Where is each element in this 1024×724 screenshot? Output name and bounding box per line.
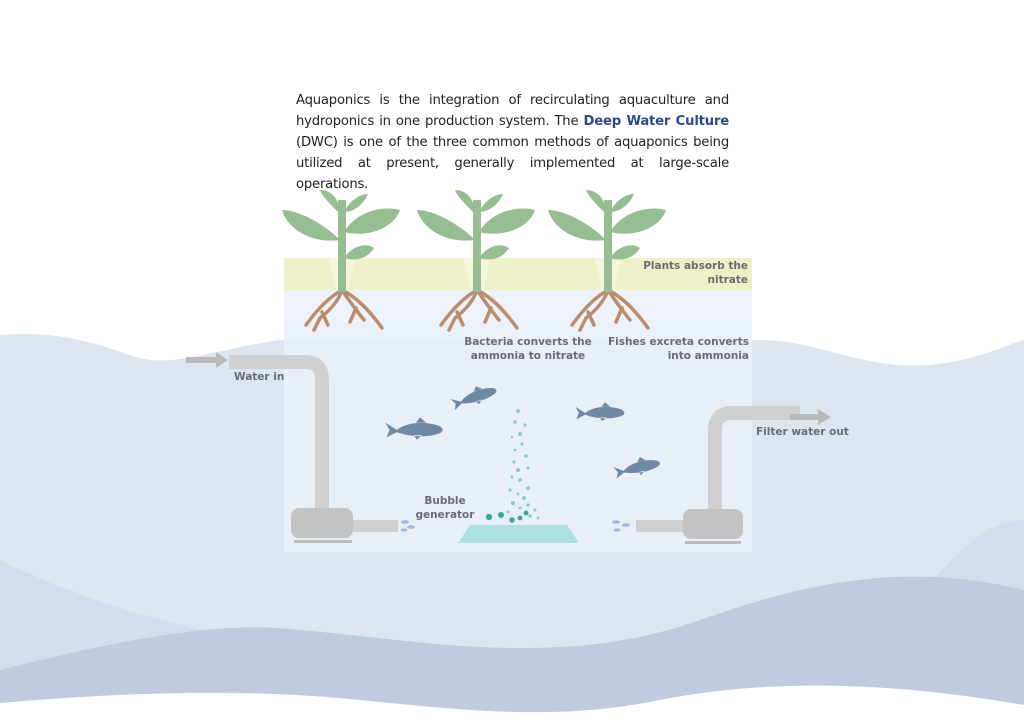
bubble xyxy=(524,454,528,458)
bubble xyxy=(518,506,522,510)
nitrate-band xyxy=(284,258,752,290)
label-fishes-line1: Fishes excreta converts xyxy=(607,336,749,348)
plant xyxy=(282,190,400,332)
bubble xyxy=(518,478,522,482)
plant xyxy=(548,190,666,332)
label-fishes-excreta: Fishes excreta converts into ammonia xyxy=(600,335,749,363)
bubble xyxy=(523,510,529,516)
bubble xyxy=(510,435,514,439)
label-bacteria-line2: ammonia to nitrate xyxy=(470,350,586,362)
label-bacteria: Bacteria converts the ammonia to nitrate xyxy=(458,335,598,363)
bubble xyxy=(518,432,522,436)
bubble xyxy=(485,513,493,521)
bubble xyxy=(516,492,520,496)
bubble xyxy=(510,475,514,479)
intro-text-1: Aquaponics is the integration of recircu… xyxy=(296,93,729,129)
leaves xyxy=(417,190,535,260)
leaves xyxy=(282,190,400,260)
bubble-column xyxy=(485,409,540,523)
label-water-in: Water in xyxy=(234,371,285,383)
bubble xyxy=(516,468,520,472)
bubble xyxy=(526,466,530,470)
label-bubble-line1: Bubble xyxy=(424,495,466,507)
label-plants-absorb-line2: nitrate xyxy=(707,274,749,286)
bubble-generator-plate xyxy=(458,525,579,543)
right-outflow-bubbles xyxy=(612,520,630,532)
bubble xyxy=(508,488,512,492)
label-plants-absorb-line1: Plants absorb the xyxy=(643,260,748,272)
intro-highlight-dwc: Deep Water Culture xyxy=(583,114,730,129)
inlet-pipe xyxy=(186,352,329,510)
fish-4 xyxy=(613,457,660,479)
label-fishes-line2: into ammonia xyxy=(667,350,749,362)
leaves xyxy=(548,190,666,260)
bubble xyxy=(506,510,510,514)
bubble xyxy=(536,516,540,520)
bubble xyxy=(516,409,520,413)
label-bubble-generator: Bubble generator xyxy=(412,494,478,522)
bubble xyxy=(511,501,515,505)
bubble xyxy=(512,460,516,464)
bubble xyxy=(517,515,523,521)
bubble xyxy=(522,496,526,500)
plant xyxy=(417,190,535,332)
bubble xyxy=(523,423,527,427)
label-bacteria-line1: Bacteria converts the xyxy=(464,336,592,348)
inlet-arrow-icon xyxy=(216,352,228,368)
outlet-pipe xyxy=(708,406,831,510)
bubble xyxy=(498,512,504,518)
fish-1 xyxy=(385,417,443,440)
bubble xyxy=(513,448,517,452)
intro-text-2: (DWC) is one of the three common methods… xyxy=(296,135,729,192)
bubble xyxy=(509,517,515,523)
label-filter-water-out: Filter water out xyxy=(756,426,849,438)
label-plants-absorb: Plants absorb the nitrate xyxy=(620,259,748,287)
fish-2 xyxy=(450,386,497,411)
label-bubble-line2: generator xyxy=(415,509,475,521)
bubble xyxy=(513,420,517,424)
bubble xyxy=(526,486,530,490)
outlet-arrow-icon xyxy=(818,409,831,425)
left-outflow-bubbles xyxy=(400,520,415,532)
bubble xyxy=(526,503,530,507)
bubble xyxy=(533,508,537,512)
right-pump xyxy=(636,509,743,544)
bubble xyxy=(528,514,532,518)
left-pump xyxy=(291,508,398,543)
intro-paragraph: Aquaponics is the integration of recircu… xyxy=(296,90,729,195)
bubble xyxy=(520,442,524,446)
fish-3 xyxy=(575,402,625,422)
wave-bottom-white xyxy=(0,685,1024,724)
